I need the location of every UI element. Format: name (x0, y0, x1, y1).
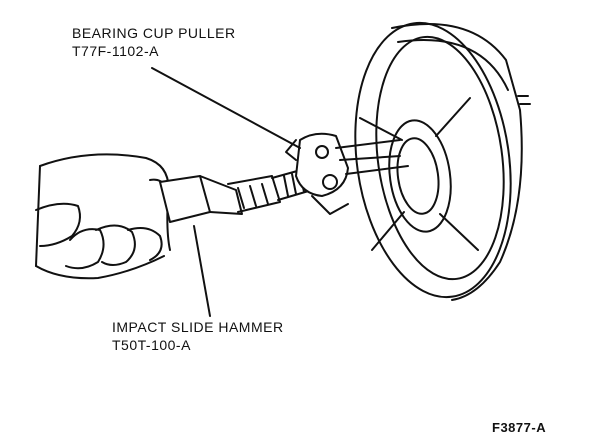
hammer-leader-line (193, 225, 211, 317)
impact-slide-hammer-callout: IMPACT SLIDE HAMMER T50T-100-A (112, 318, 284, 354)
brake-drum (354, 21, 531, 301)
bearing-cup-puller (285, 132, 409, 215)
impact-slide-hammer-part-number: T50T-100-A (112, 337, 191, 353)
hand (35, 153, 171, 280)
figure-number: F3877-A (492, 420, 547, 435)
impact-slide-hammer (159, 167, 313, 223)
impact-slide-hammer-label: IMPACT SLIDE HAMMER (112, 319, 284, 335)
puller-leader-line (151, 67, 301, 149)
bearing-cup-puller-part-number: T77F-1102-A (72, 43, 159, 59)
bearing-cup-puller-label: BEARING CUP PULLER (72, 25, 236, 41)
bearing-cup-puller-callout: BEARING CUP PULLER T77F-1102-A (72, 24, 236, 60)
